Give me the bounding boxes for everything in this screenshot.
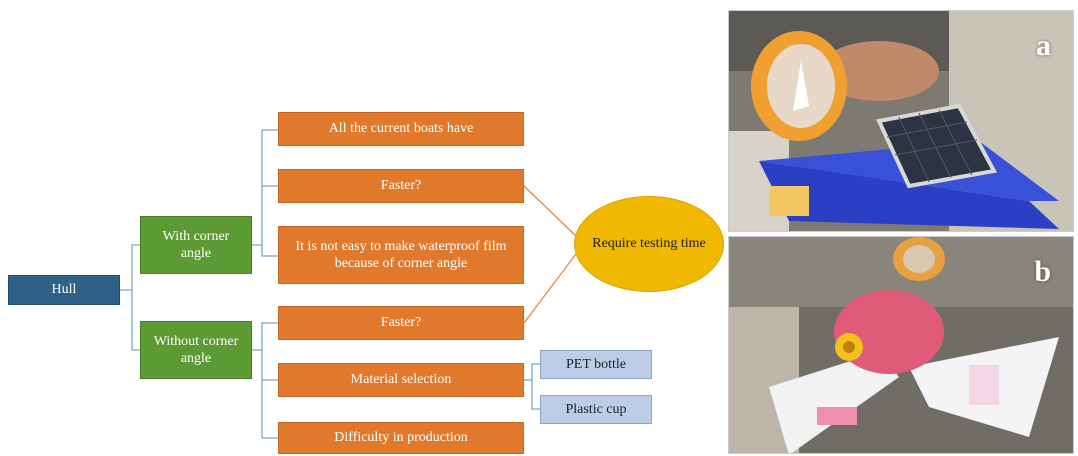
connector-root [120, 244, 140, 351]
item-material-selection: Material selection [278, 363, 524, 397]
connector-without [252, 322, 278, 439]
item-faster-with-angle: Faster? [278, 169, 524, 203]
arrow-faster-2 [523, 253, 577, 324]
boat-photo-b [729, 237, 1073, 453]
photo-b: b [728, 236, 1074, 454]
item-all-current-boats: All the current boats have [278, 112, 524, 146]
connector-materials [524, 363, 540, 410]
photo-a: a [728, 10, 1074, 232]
boat-photo-a [729, 11, 1073, 231]
material-plastic-cup: Plastic cup [540, 395, 652, 424]
branch-with-corner-angle: With corner angle [140, 216, 252, 274]
arrow-faster-1 [523, 185, 577, 237]
item-difficulty-in-production: Difficulty in production [278, 422, 524, 454]
branch-without-corner-angle: Without corner angle [140, 321, 252, 379]
material-pet-bottle: PET bottle [540, 350, 652, 379]
connector-with [252, 129, 278, 257]
photo-label-a: a [1036, 29, 1051, 62]
root-node-hull: Hull [8, 275, 120, 305]
item-faster-without-angle: Faster? [278, 306, 524, 340]
photo-label-b: b [1034, 255, 1051, 288]
item-waterproof-film: It is not easy to make waterproof film b… [278, 226, 524, 284]
connector-lines [120, 129, 577, 439]
conclusion-require-testing-time: Require testing time [574, 196, 724, 292]
